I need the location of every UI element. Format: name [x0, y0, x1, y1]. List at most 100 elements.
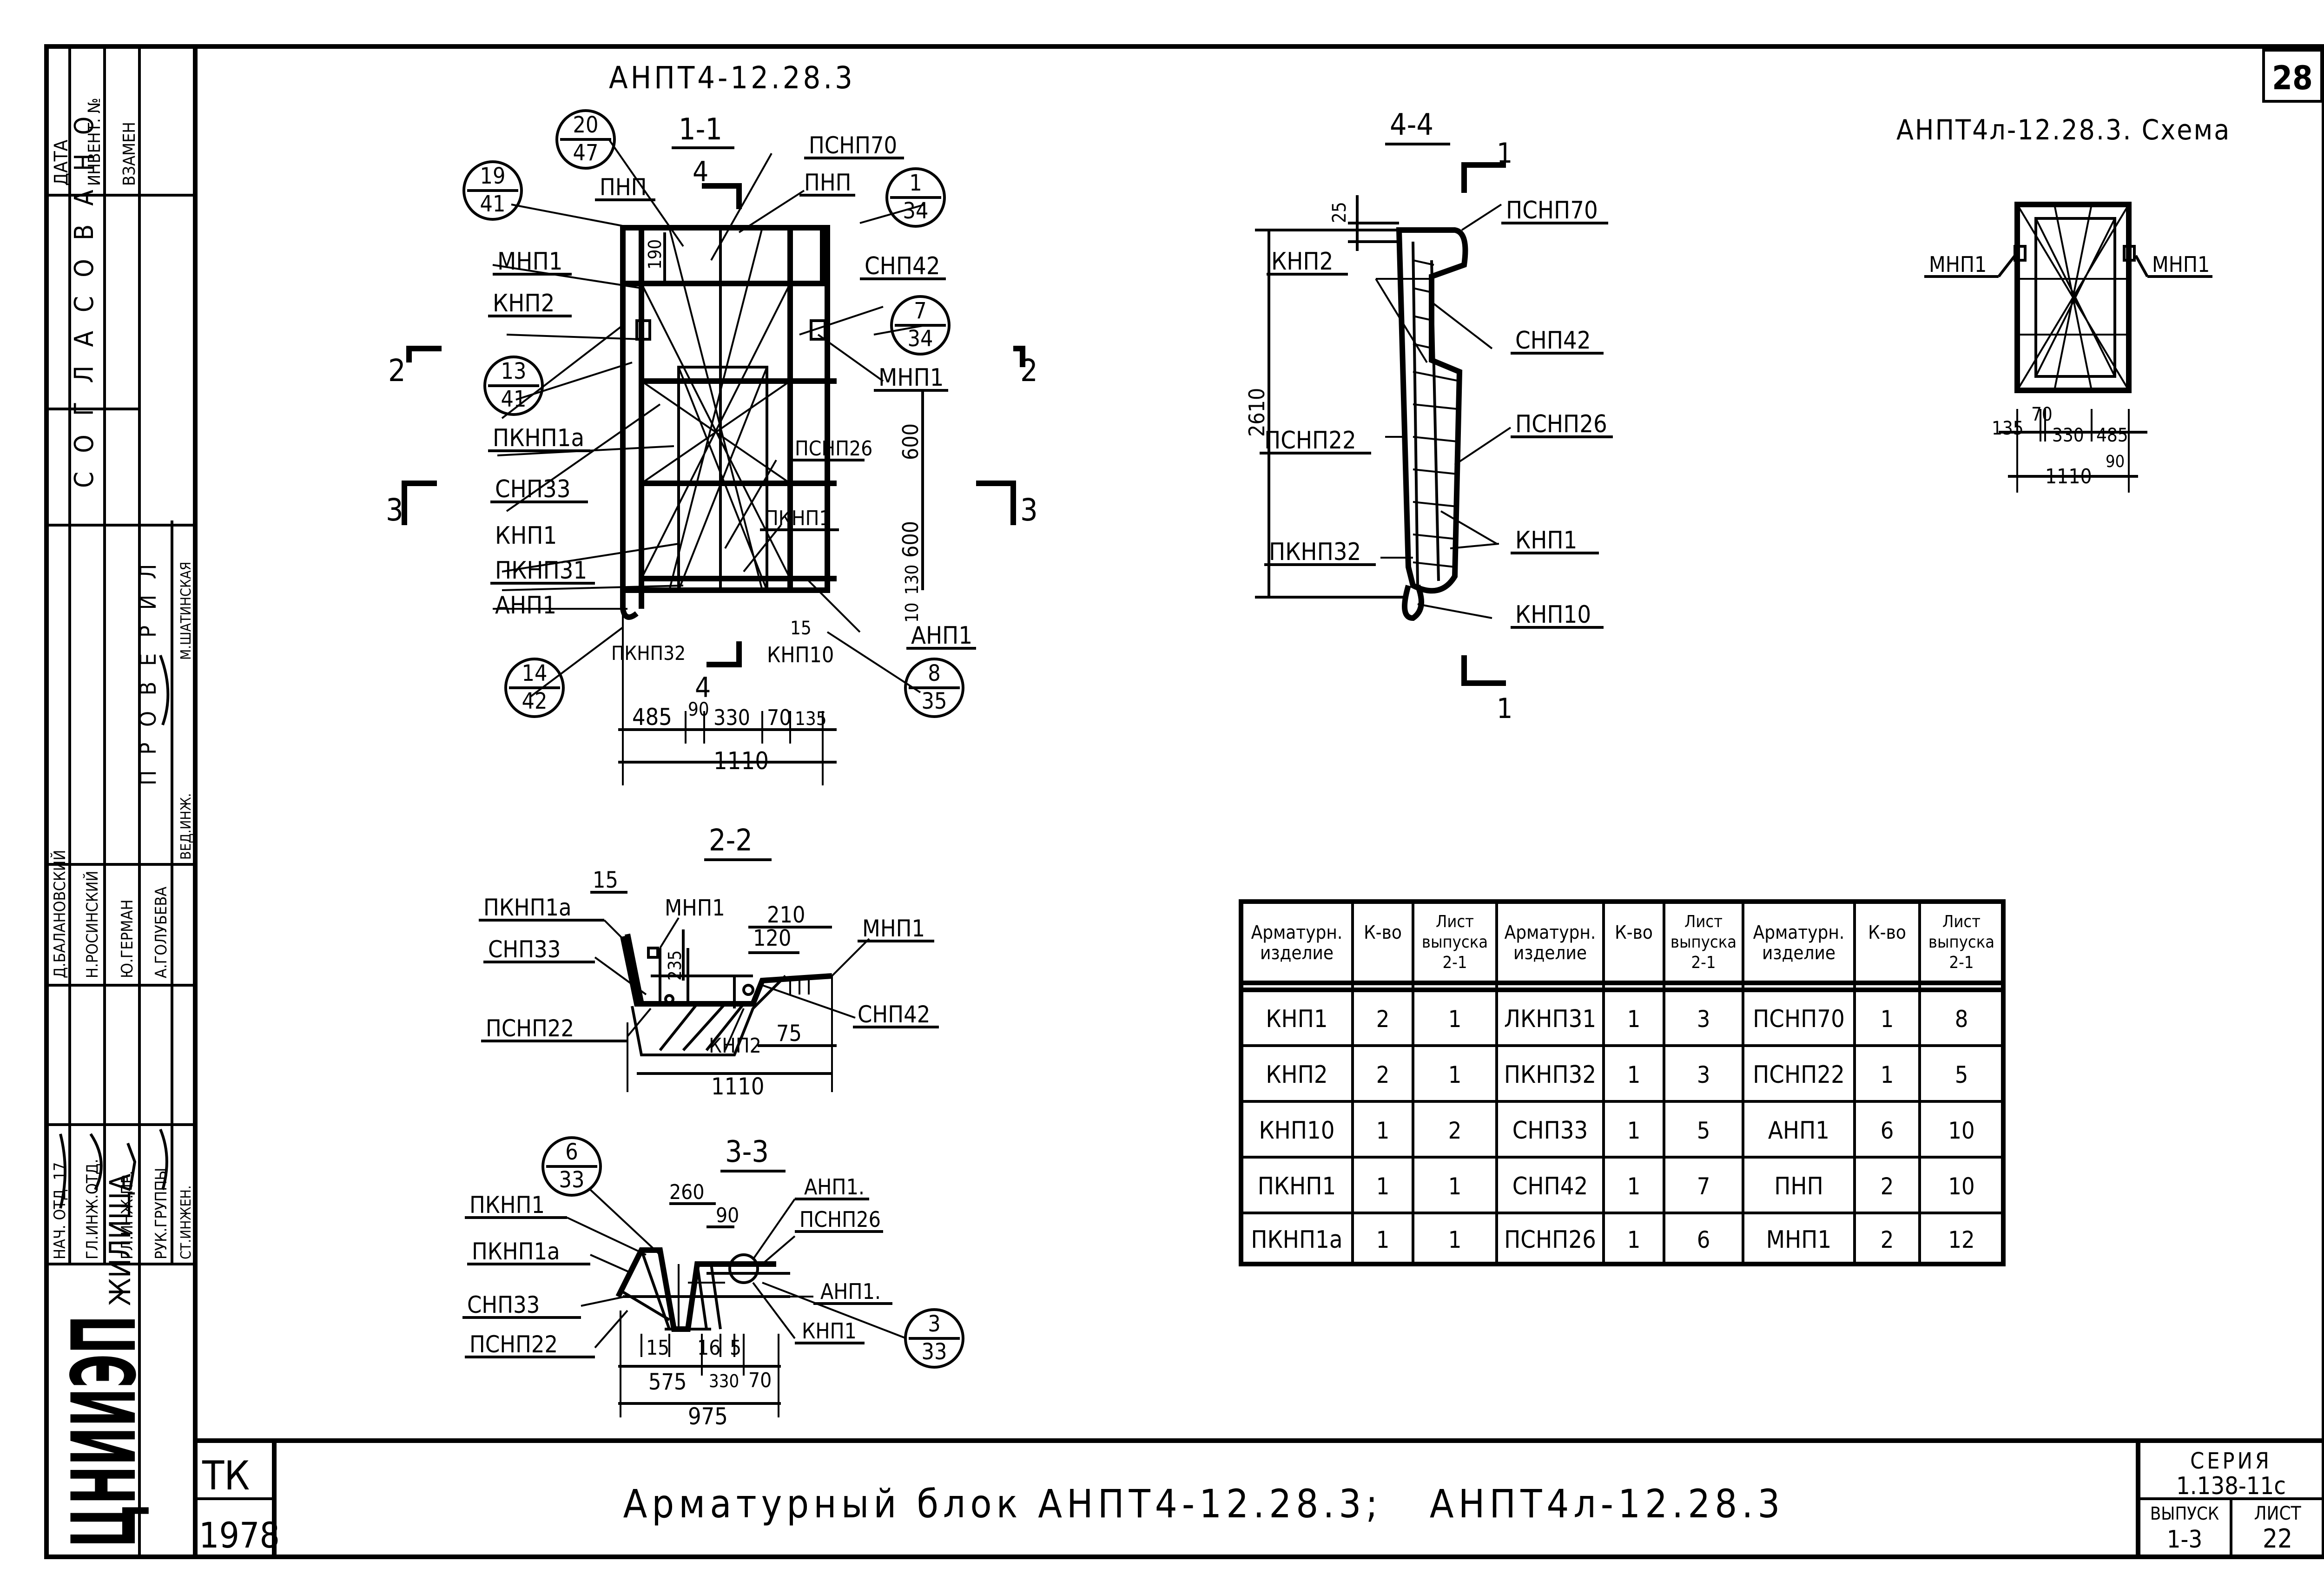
- stamp-inv: ИНВЕНТ. №: [85, 98, 104, 186]
- series-label: СЕРИЯ: [2190, 1448, 2272, 1474]
- sec33-label-pknp1a: ПКНП1а: [472, 1238, 560, 1265]
- sec22-title: 2-2: [709, 823, 753, 858]
- table-cell: 10: [1948, 1173, 1974, 1200]
- section-1-1: АНПТ4-12.28.3 1-1 4 4 2 2 3 3: [386, 60, 1038, 785]
- sec11-label-pknp1a: ПКНП1а: [493, 424, 584, 452]
- sec11-bubble-14-42: 14 42: [504, 658, 565, 718]
- sec11-dim-1110: 1110: [713, 747, 769, 775]
- sec11-label-knp10: КНП10: [767, 642, 834, 667]
- sec22-label-psnp22: ПСНП22: [486, 1015, 574, 1042]
- sec11-dim-485: 485: [632, 704, 672, 731]
- sec22-label-snp33: СНП33: [488, 936, 561, 963]
- table-cell: ПКНП1: [1258, 1172, 1336, 1200]
- page-number-box: [2262, 49, 2323, 103]
- table-cell: 10: [1948, 1117, 1974, 1144]
- sec33-title: 3-3: [725, 1135, 769, 1169]
- stamp-name-4: А.ГОЛУБЕВА: [152, 887, 171, 978]
- issue-label: ВЫПУСК: [2150, 1503, 2219, 1524]
- table-header-4: К-во: [1615, 922, 1653, 943]
- stamp-date: ДАТА: [51, 139, 72, 186]
- svg-text:41: 41: [501, 386, 527, 412]
- issue-value: 1-3: [2167, 1526, 2202, 1554]
- left-stamp: С О Г Л А С О В А Н О ДАТА ИНВЕНТ. № ВЗА…: [46, 46, 195, 1557]
- svg-text:3: 3: [928, 1311, 940, 1337]
- table-cell: 1: [1376, 1117, 1390, 1144]
- svg-text:41: 41: [480, 191, 506, 217]
- table-cell: 2: [1881, 1226, 1894, 1253]
- sec33-label-pknp1: ПКНП1: [469, 1192, 545, 1219]
- table-cell: 2: [1448, 1117, 1462, 1144]
- sec11-label-pnp-l: ПНП: [600, 174, 647, 201]
- sec44-label-pknp32: ПКНП32: [1269, 538, 1361, 566]
- main-title: Арматурный блок АНПТ4-12.28.3; АНПТ4л-12…: [623, 1481, 1785, 1527]
- table-header-1: К-во: [1364, 922, 1402, 943]
- table-cell: 1: [1448, 1006, 1462, 1033]
- schema-dim-135: 135: [1992, 418, 2024, 439]
- sec11-label-mnp1-l: МНП1: [497, 248, 563, 276]
- table-cell: 1: [1881, 1061, 1894, 1088]
- sec11-label-pknp1: ПКНП1: [765, 507, 831, 530]
- table-cell: 1: [1627, 1173, 1641, 1200]
- signatures: [59, 654, 170, 1209]
- sec33-label-anp1-a: АНП1.: [804, 1174, 865, 1199]
- sec44-dim-2610: 2610: [1244, 388, 1269, 437]
- table-cell: ЛКНП31: [1504, 1005, 1596, 1033]
- schema-dim-330: 330: [2052, 425, 2084, 446]
- sec11-label-snp42: СНП42: [865, 252, 940, 280]
- table-header-3: Арматурн.изделие: [1505, 922, 1596, 964]
- table-cell: 3: [1697, 1006, 1710, 1033]
- table-cell: КНП1: [1266, 1005, 1327, 1033]
- sec11-dim-135: 135: [795, 708, 827, 730]
- page-number: 28: [2272, 59, 2313, 97]
- stamp-role-1: НАЧ. ОТД. 17: [51, 1162, 69, 1259]
- sec22-dim-235: 235: [665, 950, 685, 981]
- title-block: ТК 1978 Арматурный блок АНПТ4-12.28.3; А…: [195, 1438, 2324, 1557]
- stamp-name-1: Д.БАЛАНОВСКИЙ: [50, 850, 69, 978]
- sec33-dim-5: 5: [730, 1336, 741, 1360]
- sec22-label-mnp1-r: МНП1: [862, 915, 925, 942]
- table-cell: 1: [1881, 1006, 1894, 1033]
- svg-text:33: 33: [922, 1339, 947, 1365]
- sec44-title: 4-4: [1390, 108, 1433, 142]
- org-sub: ЖИЛИЩА: [103, 1173, 137, 1306]
- schema-dim-1110: 1110: [2045, 465, 2092, 488]
- sec11-dim-90: 90: [688, 699, 709, 720]
- sec11-top-title: АНПТ4-12.28.3: [609, 60, 855, 96]
- sec11-cut-3-left: 3: [386, 492, 403, 528]
- sec11-cut-3-right: 3: [1020, 492, 1038, 528]
- sec33-dim-15: 15: [646, 1336, 669, 1360]
- sec11-title: 1-1: [679, 112, 722, 147]
- sec33-dim-975: 975: [688, 1403, 728, 1430]
- table-cell: 6: [1697, 1226, 1710, 1253]
- section-2-2: 2-2 1110 210 120 235 15 75 ПКНП1а МНП1 М…: [479, 823, 939, 1100]
- schema: АНПТ4л-12.28.3. Схема МНП1 МНП1 70 135 3…: [1896, 114, 2229, 493]
- sec44-cut-top: 1: [1497, 137, 1512, 170]
- table-header-7: К-во: [1868, 922, 1906, 943]
- sec33-dim-575: 575: [648, 1369, 687, 1395]
- sec22-label-mnp1-l: МНП1: [665, 895, 725, 921]
- sec11-label-pnp-r: ПНП: [804, 169, 852, 196]
- svg-text:42: 42: [522, 688, 548, 714]
- sec33-bubble-3-33: 3 33: [904, 1308, 964, 1369]
- sec33-label-anp1-b: АНП1.: [820, 1279, 881, 1304]
- sec22-dim-1110: 1110: [711, 1073, 764, 1100]
- svg-text:14: 14: [522, 660, 548, 686]
- table-cell: ПКНП1а: [1251, 1226, 1342, 1254]
- sec11-label-psnp26: ПСНП26: [795, 437, 872, 461]
- svg-text:47: 47: [573, 140, 599, 166]
- table-cell: 1: [1627, 1006, 1641, 1033]
- table-cell: 1: [1376, 1226, 1390, 1253]
- sec33-bubble-6-33: 6 33: [541, 1136, 602, 1197]
- table-header-6: Арматурн.изделие: [1753, 922, 1845, 964]
- sec44-cut-bottom: 1: [1497, 692, 1512, 725]
- svg-text:34: 34: [908, 326, 933, 352]
- svg-text:7: 7: [914, 298, 926, 324]
- sec11-cut-4-bottom: 4: [695, 672, 711, 704]
- table-cell: 8: [1955, 1006, 1968, 1033]
- org-logo: ЦНИИЭП: [53, 1315, 156, 1548]
- svg-text:13: 13: [501, 358, 527, 384]
